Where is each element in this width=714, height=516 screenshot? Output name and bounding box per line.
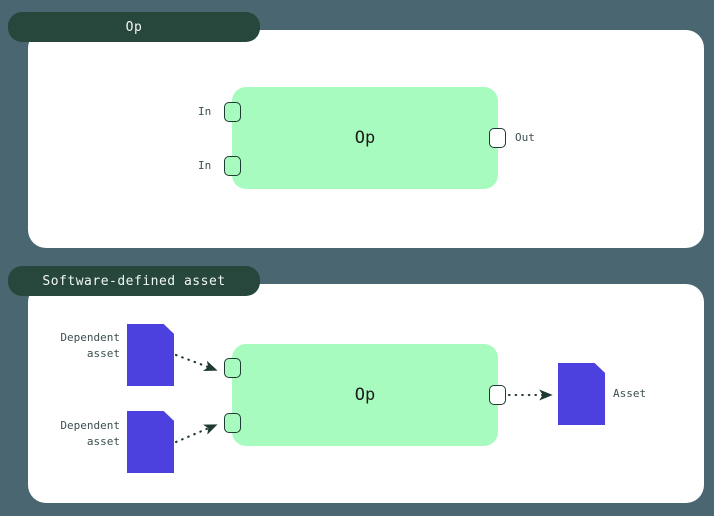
op-top-in-port-1[interactable]	[224, 102, 241, 122]
op-node-bottom-label: Op	[354, 385, 376, 405]
op-node-top-label: Op	[354, 128, 376, 148]
tab-software-defined-asset-label: Software-defined asset	[42, 273, 226, 289]
tab-op-label: Op	[125, 19, 143, 35]
tab-software-defined-asset[interactable]: Software-defined asset	[8, 266, 260, 296]
op-top-out-port-1[interactable]	[489, 128, 506, 148]
op-top-out-port-1-label: Out	[515, 131, 535, 144]
asset-op-in-port-2[interactable]	[224, 413, 241, 433]
tab-op[interactable]: Op	[8, 12, 260, 42]
dependent-asset-2-label: Dependent asset	[60, 419, 120, 448]
op-node-bottom[interactable]: Op	[232, 344, 498, 446]
op-top-in-port-2[interactable]	[224, 156, 241, 176]
dependent-asset-1-label: Dependent asset	[60, 331, 120, 360]
op-top-in-port-1-label: In	[198, 105, 212, 118]
dependent-asset-2-icon[interactable]	[127, 411, 174, 473]
produced-asset-icon[interactable]	[558, 363, 605, 425]
asset-op-out-port-1[interactable]	[489, 385, 506, 405]
dependent-asset-1-icon[interactable]	[127, 324, 174, 386]
asset-op-in-port-1[interactable]	[224, 358, 241, 378]
op-node-top[interactable]: Op	[232, 87, 498, 189]
produced-asset-label: Asset	[613, 387, 647, 400]
op-top-in-port-2-label: In	[198, 159, 212, 172]
